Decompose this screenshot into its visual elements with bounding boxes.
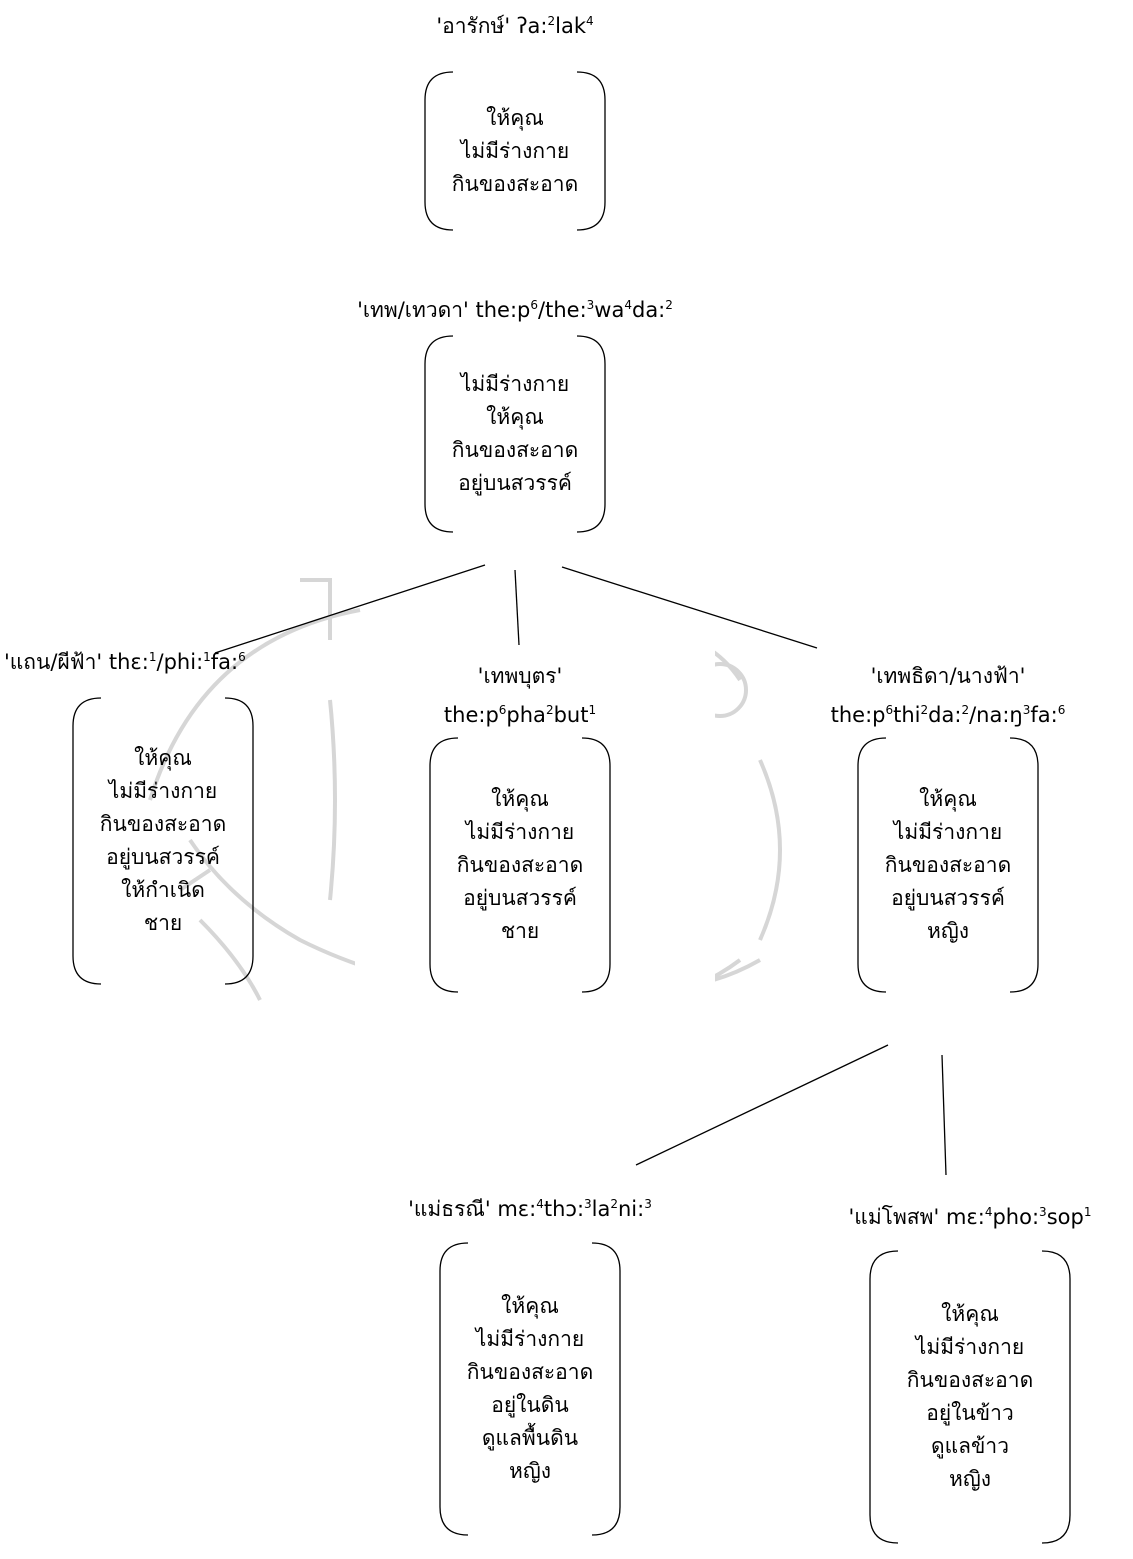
edge-thep-thepthida xyxy=(561,566,818,649)
label-thai: 'อารักษ์' xyxy=(436,14,511,38)
node-thepphabut: 'เทพบุตร' the:p6pha2but1 ให้คุณ ไม่มีร่า… xyxy=(390,654,650,994)
node-label: 'เทพ/เทวดา' the:p6/the:3wa4da:2 xyxy=(265,296,765,324)
feature-6: หญิง xyxy=(509,1459,551,1483)
node-label: 'อารักษ์' ʔa:2lak4 xyxy=(385,12,645,40)
label-thai: 'แม่ธรณี' xyxy=(408,1197,491,1221)
feature-3: กินของสะอาด xyxy=(99,812,227,836)
label-ipa: thɛ:1/phi:1fa:6 xyxy=(108,650,246,674)
label-thai: 'แม่โพสพ' xyxy=(848,1205,940,1229)
edge-thep-thaen xyxy=(214,564,486,654)
feature-box: ไม่มีร่างกาย ให้คุณ กินของสะอาด อยู่บนสว… xyxy=(417,334,613,534)
feature-3: กินของสะอาด xyxy=(466,1360,594,1384)
node-thepthida: 'เทพธิดา/นางฟ้า' the:p6thi2da:2/na:ŋ3fa:… xyxy=(788,654,1108,994)
feature-box: ให้คุณ ไม่มีร่างกาย กินของสะอาด อยู่บนสว… xyxy=(422,736,618,994)
label-thai: 'แถน/ผีฟ้า' xyxy=(4,650,103,674)
feature-1: ให้คุณ xyxy=(919,786,977,811)
label-ipa: the:p6/the:3wa4da:2 xyxy=(475,298,673,322)
label-thai: 'เทพ/เทวดา' xyxy=(357,298,469,322)
feature-1: ให้คุณ xyxy=(134,746,192,770)
feature-6: หญิง xyxy=(949,1467,991,1491)
feature-box: ให้คุณ ไม่มีร่างกาย กินของสะอาด xyxy=(417,70,613,232)
feature-5: ให้กำเนิด xyxy=(121,878,205,902)
feature-4: อยู่บนสวรรค์ xyxy=(458,471,572,495)
feature-3: กินของสะอาด xyxy=(884,852,1012,877)
feature-4: อยู่บนสวรรค์ xyxy=(106,845,220,869)
node-thaen: 'แถน/ผีฟ้า' thɛ:1/phi:1fa:6 ให้คุณ ไม่มี… xyxy=(4,648,314,986)
box-brackets xyxy=(424,335,606,533)
feature-5: หญิง xyxy=(927,918,969,943)
feature-box: ให้คุณ ไม่มีร่างกาย กินของสะอาด อยู่ในดิ… xyxy=(432,1241,628,1537)
label-thai: 'เทพธิดา/นางฟ้า' xyxy=(870,664,1026,688)
feature-4: อยู่ในข้าว xyxy=(926,1401,1014,1425)
label-ipa: mɛ:4pho:3sop1 xyxy=(945,1205,1092,1229)
node-thep: 'เทพ/เทวดา' the:p6/the:3wa4da:2 ไม่มีร่า… xyxy=(265,296,765,534)
node-label: 'เทพบุตร' xyxy=(390,654,650,698)
feature-6: ชาย xyxy=(143,911,183,935)
node-label: 'แม่โพสพ' mɛ:4pho:3sop1 xyxy=(810,1203,1130,1231)
node-label: 'เทพธิดา/นางฟ้า' xyxy=(788,654,1108,698)
feature-3: กินของสะอาด xyxy=(451,438,579,462)
feature-4: อยู่ในดิน xyxy=(491,1393,569,1417)
label-ipa: the:p6thi2da:2/na:ŋ3fa:6 xyxy=(830,703,1066,727)
edge-thep-thepphabut xyxy=(514,569,520,646)
feature-1: ให้คุณ xyxy=(501,1294,559,1318)
feature-box: ให้คุณ ไม่มีร่างกาย กินของสะอาด อยู่บนสว… xyxy=(850,736,1046,994)
box-brackets xyxy=(424,71,606,231)
feature-5: ชาย xyxy=(500,918,540,943)
feature-2: ไม่มีร่างกาย xyxy=(475,1327,585,1351)
feature-2: ไม่มีร่างกาย xyxy=(460,138,570,163)
box-brackets xyxy=(72,697,254,985)
box-brackets xyxy=(439,1242,621,1536)
box-brackets xyxy=(869,1250,1071,1544)
feature-4: อยู่บนสวรรค์ xyxy=(463,885,577,910)
label-ipa: mɛ:4thɔ:3la2ni:3 xyxy=(497,1197,652,1221)
edge-thepthida-maethoranee xyxy=(635,1044,889,1166)
node-label-ipa: the:p6thi2da:2/na:ŋ3fa:6 xyxy=(788,698,1108,732)
feature-2: ไม่มีร่างกาย xyxy=(108,779,218,803)
feature-4: อยู่บนสวรรค์ xyxy=(891,885,1005,910)
box-brackets xyxy=(857,737,1039,993)
feature-5: ดูแลพื้นดิน xyxy=(481,1426,579,1450)
feature-1: ไม่มีร่างกาย xyxy=(460,372,570,396)
label-thai: 'เทพบุตร' xyxy=(477,664,563,688)
label-ipa: ʔa:2lak4 xyxy=(516,14,594,38)
feature-2: ไม่มีร่างกาย xyxy=(465,819,575,844)
node-maephosop: 'แม่โพสพ' mɛ:4pho:3sop1 ให้คุณ ไม่มีร่าง… xyxy=(810,1203,1130,1545)
feature-2: ให้คุณ xyxy=(486,405,544,429)
feature-5: ดูแลข้าว xyxy=(931,1434,1009,1458)
feature-3: กินของสะอาด xyxy=(451,171,579,196)
box-brackets xyxy=(429,737,611,993)
feature-box: ให้คุณ ไม่มีร่างกาย กินของสะอาด อยู่บนสว… xyxy=(65,696,261,986)
label-ipa: the:p6pha2but1 xyxy=(443,703,597,727)
node-label: 'แม่ธรณี' mɛ:4thɔ:3la2ni:3 xyxy=(390,1195,670,1223)
feature-2: ไม่มีร่างกาย xyxy=(893,819,1003,844)
node-araks: 'อารักษ์' ʔa:2lak4 ให้คุณ ไม่มีร่างกาย ก… xyxy=(385,12,645,232)
edge-thepthida-maephosop xyxy=(941,1054,947,1176)
feature-3: กินของสะอาด xyxy=(906,1368,1034,1392)
feature-1: ให้คุณ xyxy=(941,1302,999,1326)
feature-1: ให้คุณ xyxy=(491,786,549,811)
feature-2: ไม่มีร่างกาย xyxy=(915,1335,1025,1359)
feature-box: ให้คุณ ไม่มีร่างกาย กินของสะอาด อยู่ในข้… xyxy=(862,1249,1078,1545)
feature-3: กินของสะอาด xyxy=(456,852,584,877)
node-maethoranee: 'แม่ธรณี' mɛ:4thɔ:3la2ni:3 ให้คุณ ไม่มีร… xyxy=(390,1195,670,1537)
feature-1: ให้คุณ xyxy=(486,105,544,130)
node-label-ipa: the:p6pha2but1 xyxy=(390,698,650,732)
node-label: 'แถน/ผีฟ้า' thɛ:1/phi:1fa:6 xyxy=(4,648,314,676)
